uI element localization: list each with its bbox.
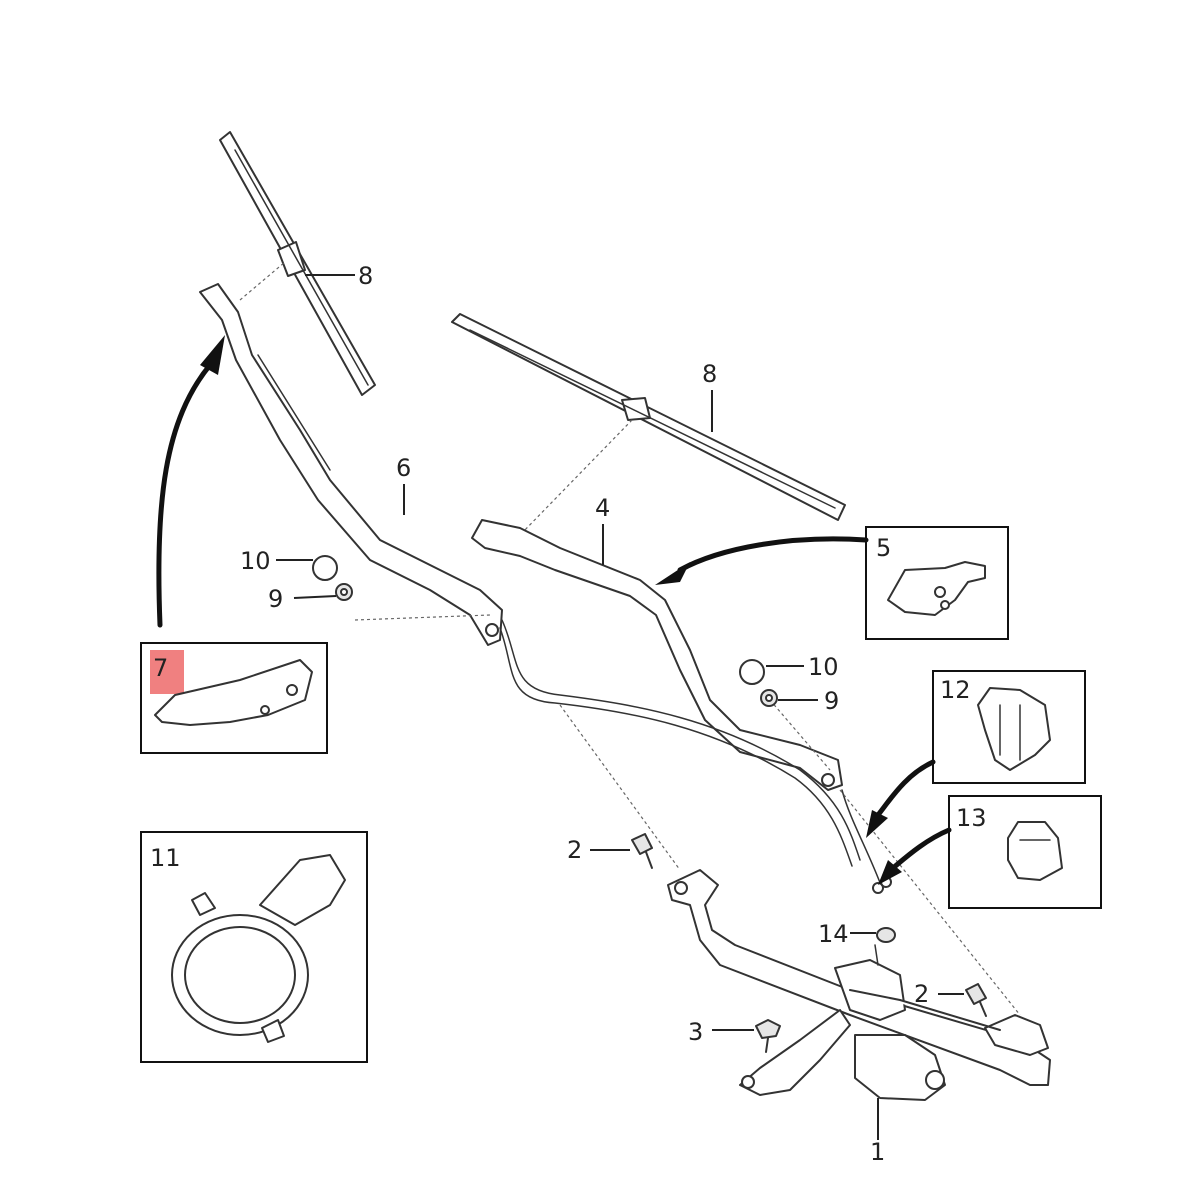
wiper-motor-linkage bbox=[667, 869, 1051, 1101]
callout-blade-right: 8 bbox=[702, 360, 717, 388]
dash-nut-left bbox=[354, 614, 491, 621]
callout-nut-left: 9 bbox=[268, 585, 283, 613]
arrow-to-bracket bbox=[156, 335, 225, 628]
callout-bolt-left: 2 bbox=[567, 836, 582, 864]
callout-bolt-right: 2 bbox=[914, 980, 929, 1008]
motor-nut bbox=[755, 1019, 781, 1053]
leader-9-left bbox=[293, 595, 337, 599]
callout-nozzle: 5 bbox=[876, 534, 891, 562]
right-wiper-blade bbox=[451, 313, 846, 521]
inset-washer-nozzle bbox=[865, 526, 1009, 640]
blade-arm-link-right bbox=[519, 419, 633, 536]
right-wiper-arm bbox=[471, 519, 843, 791]
bolt-right bbox=[965, 983, 987, 1017]
inset-bracket bbox=[140, 642, 328, 754]
grommet bbox=[876, 927, 896, 943]
cap-right bbox=[739, 659, 765, 685]
dash-spindle-left bbox=[559, 704, 681, 871]
callout-cap-right: 10 bbox=[808, 653, 839, 681]
callout-bracket: 7 bbox=[153, 654, 168, 682]
arrow-to-clip-b bbox=[878, 827, 952, 885]
callout-clip-a: 12 bbox=[940, 676, 971, 704]
nut-left bbox=[335, 583, 353, 601]
arrow-to-nozzle bbox=[655, 536, 869, 585]
arrow-to-clip-a bbox=[866, 759, 936, 838]
callout-motor: 1 bbox=[870, 1138, 885, 1166]
nut-right bbox=[760, 689, 778, 707]
inset-rain-sensor bbox=[140, 831, 368, 1063]
callout-sensor: 11 bbox=[150, 844, 181, 872]
left-wiper-blade bbox=[219, 131, 376, 396]
callout-grommet: 14 bbox=[818, 920, 849, 948]
callout-clip-b: 13 bbox=[956, 804, 987, 832]
left-wiper-arm bbox=[199, 283, 503, 646]
inset-clip-a bbox=[932, 670, 1086, 784]
callout-cap-left: 10 bbox=[240, 547, 271, 575]
callout-blade-left: 8 bbox=[358, 262, 373, 290]
callout-nut-right: 9 bbox=[824, 687, 839, 715]
cap-left bbox=[312, 555, 338, 581]
inset-clip-b bbox=[948, 795, 1102, 909]
highlighted-callout-box bbox=[150, 650, 184, 694]
bolt-left bbox=[631, 833, 653, 869]
washer-hoses bbox=[499, 619, 892, 894]
callout-arm-right: 4 bbox=[595, 494, 610, 522]
blade-arm-link-left bbox=[239, 261, 286, 301]
callout-motor-nut: 3 bbox=[688, 1018, 703, 1046]
callout-arm-left: 6 bbox=[396, 454, 411, 482]
